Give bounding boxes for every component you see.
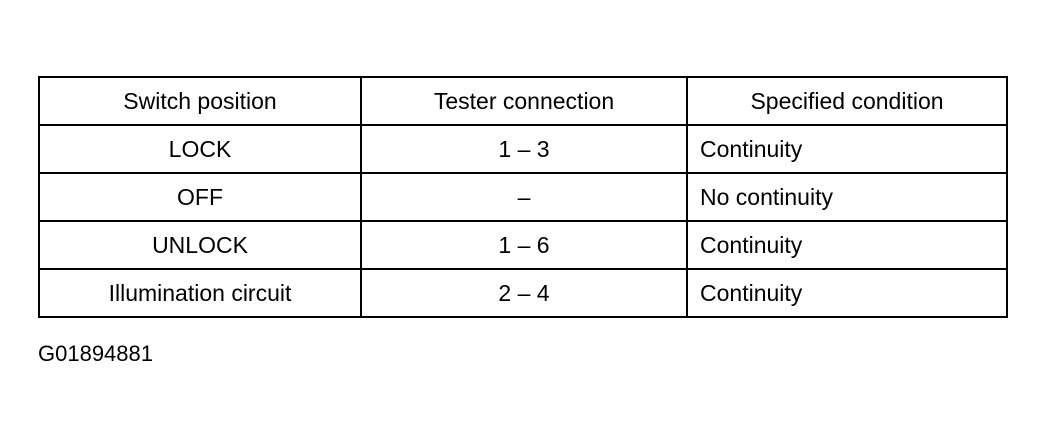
cell-tester-connection: 1 – 6: [360, 220, 688, 270]
cell-tester-connection: 1 – 3: [360, 124, 688, 174]
cell-switch-position: LOCK: [38, 124, 362, 174]
cell-switch-position: UNLOCK: [38, 220, 362, 270]
table-header-row: Switch position Tester connection Specif…: [38, 76, 1008, 126]
switch-inspection-table: Switch position Tester connection Specif…: [38, 76, 1008, 318]
cell-specified-condition: Continuity: [686, 124, 1008, 174]
header-specified-condition: Specified condition: [686, 76, 1008, 126]
table-row: UNLOCK 1 – 6 Continuity: [38, 220, 1008, 270]
cell-specified-condition: No continuity: [686, 172, 1008, 222]
cell-specified-condition: Continuity: [686, 220, 1008, 270]
header-switch-position: Switch position: [38, 76, 362, 126]
figure-code: G01894881: [38, 341, 153, 366]
header-tester-connection: Tester connection: [360, 76, 688, 126]
table-row: OFF – No continuity: [38, 172, 1008, 222]
table-row: LOCK 1 – 3 Continuity: [38, 124, 1008, 174]
cell-tester-connection: 2 – 4: [360, 268, 688, 318]
cell-switch-position: Illumination circuit: [38, 268, 362, 318]
table-row: Illumination circuit 2 – 4 Continuity: [38, 268, 1008, 318]
cell-switch-position: OFF: [38, 172, 362, 222]
cell-specified-condition: Continuity: [686, 268, 1008, 318]
cell-tester-connection: –: [360, 172, 688, 222]
